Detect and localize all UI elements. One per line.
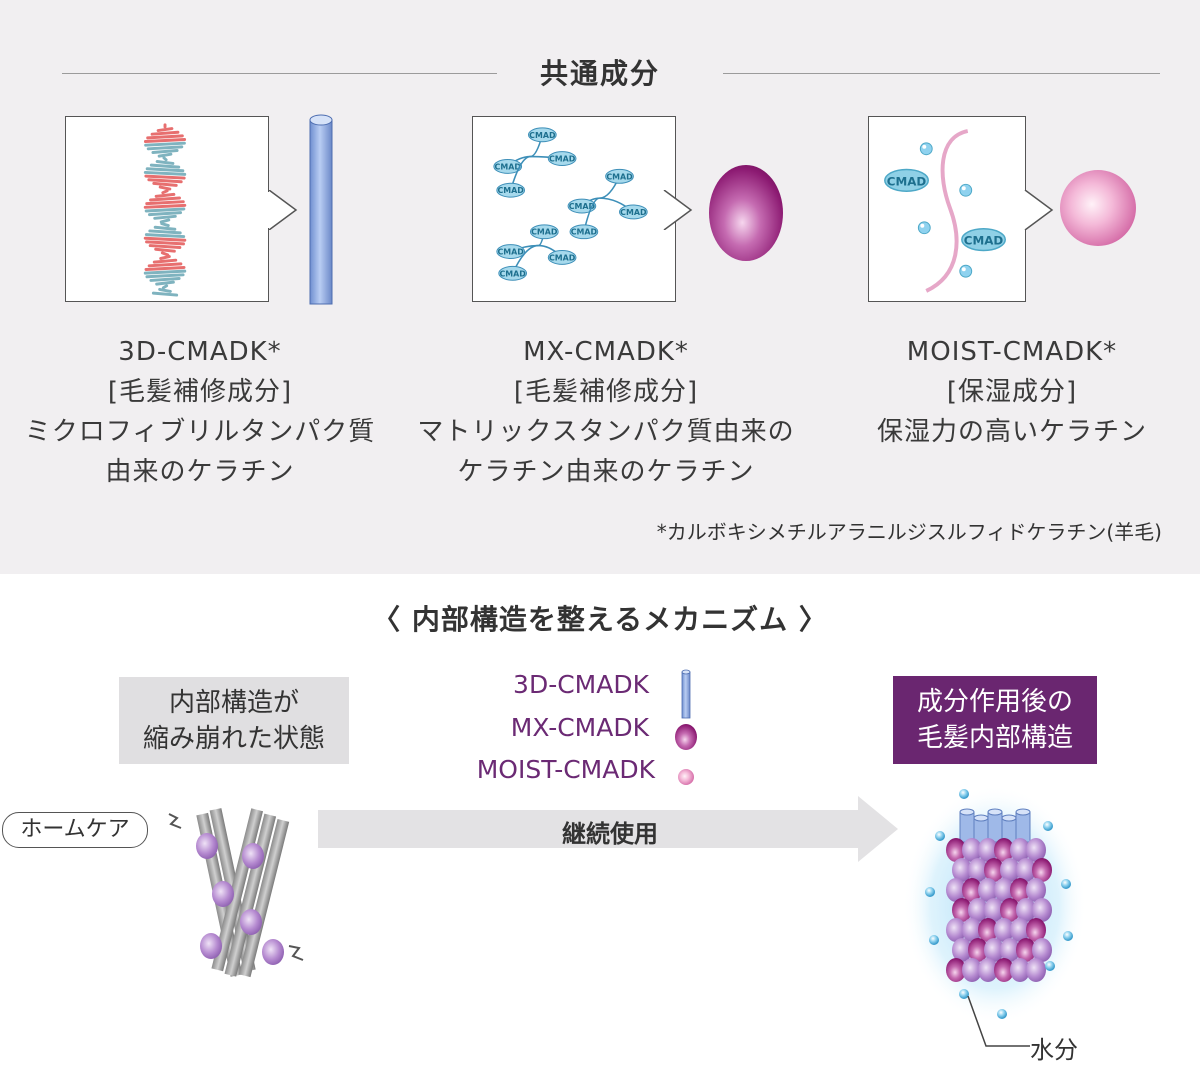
- ingredient-category: [毛髪補修成分]: [107, 377, 293, 407]
- moisture-keratin-illustration: CMAD CMAD: [884, 129, 1006, 293]
- ingredient-description: 由来のケラチン: [105, 457, 295, 487]
- damaged-hair-structure: [168, 808, 304, 978]
- homecare-pill: ホームケア: [2, 812, 148, 848]
- before-state-label: 内部構造が 縮み崩れた状態: [119, 677, 349, 764]
- double-helix: [143, 123, 187, 297]
- ingredient-description: マトリックスタンパク質由来の: [417, 417, 795, 447]
- before-label-line: 内部構造が: [168, 688, 299, 718]
- heading-rule-right: [723, 73, 1160, 74]
- cmad-network-illustration-box: CMAD CMAD CMAD CMAD CMAD CMAD CMAD CMAD CMAD CMAD…: [472, 116, 676, 302]
- purple-ellipsoid-icon: [709, 165, 783, 261]
- ingredient-description: ミクロフィブリルタンパク質: [24, 417, 376, 447]
- cmad-label: CMAD: [498, 186, 525, 195]
- water-callout-line: [967, 996, 1030, 1047]
- legend-3d-cmadk: 3D-CMADK: [513, 670, 649, 699]
- before-label-line: 縮み崩れた状態: [142, 724, 325, 754]
- ingredient-description: ケラチン由来のケラチン: [457, 457, 755, 487]
- water-label: 水分: [1030, 1036, 1078, 1064]
- cmad-label: CMAD: [964, 234, 1004, 248]
- legend-mx-cmadk: MX-CMADK: [510, 713, 649, 742]
- ingredient-name: MX-CMADK*: [523, 337, 689, 367]
- repaired-hair-structure: [903, 785, 1087, 1020]
- ingredient-caption-moist: MOIST-CMADK* [保湿成分] 保湿力の高いケラチン: [822, 332, 1200, 452]
- cmad-label: CMAD: [571, 228, 598, 237]
- ingredient-description: 保湿力の高いケラチン: [876, 417, 1147, 447]
- box-pointer-3: [1024, 190, 1054, 230]
- legend-cylinder-icon: [681, 669, 691, 719]
- cmad-label: CMAD: [498, 248, 525, 257]
- moisture-illustration-box: CMAD CMAD: [868, 116, 1026, 302]
- ingredient-caption-mx: MX-CMADK* [毛髪補修成分] マトリックスタンパク質由来の ケラチン由来…: [416, 332, 796, 492]
- common-ingredients-heading: 共通成分: [539, 57, 660, 90]
- heading-rule-left: [62, 73, 497, 74]
- cmad-label: CMAD: [499, 269, 526, 278]
- box-pointer-2: [663, 190, 693, 230]
- legend-moist-cmadk: MOIST-CMADK: [476, 755, 655, 784]
- cmad-label: CMAD: [887, 174, 927, 188]
- cmad-branch-network: CMAD CMAD CMAD CMAD CMAD CMAD CMAD CMAD CMAD CMAD…: [493, 127, 648, 281]
- continuous-use-label: 継続使用: [562, 820, 658, 848]
- footnote: *カルボキシメチルアラニルジスルフィドケラチン(羊毛): [656, 520, 1162, 544]
- ingredient-name: 3D-CMADK*: [118, 337, 282, 367]
- box-pointer-1: [268, 190, 298, 230]
- cmad-label: CMAD: [620, 208, 647, 217]
- helix-illustration-box: [65, 116, 269, 302]
- cylinder-rod-icon: [309, 114, 333, 305]
- mechanism-title: 〈 内部構造を整えるメカニズム 〉: [372, 603, 828, 636]
- cmad-label: CMAD: [529, 131, 556, 140]
- ingredient-category: [保湿成分]: [946, 377, 1078, 407]
- legend-ellipsoid-icon: [675, 724, 697, 750]
- after-label-line: 成分作用後の: [916, 687, 1073, 717]
- cmad-label: CMAD: [569, 202, 596, 211]
- after-state-label: 成分作用後の 毛髪内部構造: [893, 676, 1097, 764]
- cmad-label: CMAD: [549, 155, 576, 164]
- continuous-use-arrow: [318, 796, 898, 862]
- cmad-label: CMAD: [549, 253, 576, 262]
- cmad-label: CMAD: [531, 228, 558, 237]
- ingredient-name: MOIST-CMADK*: [906, 337, 1118, 367]
- after-label-line: 毛髪内部構造: [916, 723, 1073, 753]
- ingredient-category: [毛髪補修成分]: [513, 377, 699, 407]
- ingredient-caption-3d: 3D-CMADK* [毛髪補修成分] ミクロフィブリルタンパク質 由来のケラチン: [10, 332, 390, 492]
- cmad-label: CMAD: [495, 162, 522, 171]
- keratin-helix-illustration: [143, 123, 187, 297]
- legend-sphere-icon: [678, 769, 694, 785]
- pink-sphere-icon: [1060, 170, 1136, 246]
- cmad-label: CMAD: [606, 172, 633, 181]
